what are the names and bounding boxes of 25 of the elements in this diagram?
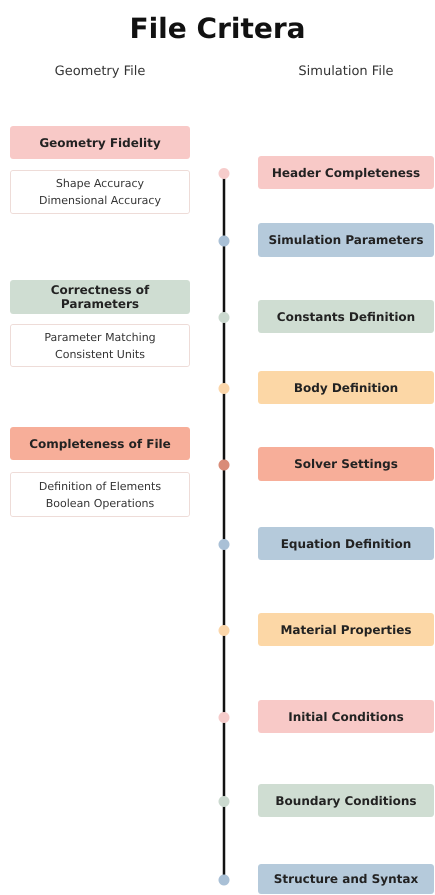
- criterion-box: Constants Definition: [258, 300, 434, 333]
- criterion-box: Structure and Syntax: [258, 864, 434, 894]
- detail-text: Shape Accuracy: [56, 176, 144, 192]
- detail-text: Consistent Units: [55, 346, 145, 362]
- criterion-box: Completeness of File: [10, 427, 190, 460]
- detail-box: [10, 472, 190, 517]
- criterion-box: Simulation Parameters: [258, 223, 434, 257]
- criterion-box: Solver Settings: [258, 447, 434, 481]
- detail-text: Definition of Elements: [38, 478, 162, 494]
- criterion-box: Material Properties: [258, 613, 434, 646]
- detail-text: Dimensional Accuracy: [39, 193, 161, 209]
- detail-box: [10, 170, 190, 214]
- criterion-box: Boundary Conditions: [258, 784, 434, 817]
- criterion-box: Body Definition: [258, 371, 434, 404]
- criterion-box: Header Completeness: [258, 156, 434, 189]
- criterion-box: Geometry Fidelity: [10, 126, 190, 159]
- criterion-box: Initial Conditions: [258, 700, 434, 733]
- criterion-box: Correctness of Parameters: [10, 280, 190, 314]
- column-heading: Simulation File: [297, 64, 395, 79]
- detail-text: Parameter Matching: [44, 330, 156, 346]
- criterion-box: Equation Definition: [258, 527, 434, 560]
- column-heading: Geometry File: [54, 64, 146, 79]
- detail-text: Boolean Operations: [46, 496, 154, 512]
- diagram-title: File Critera: [128, 12, 307, 45]
- detail-box: [10, 324, 190, 367]
